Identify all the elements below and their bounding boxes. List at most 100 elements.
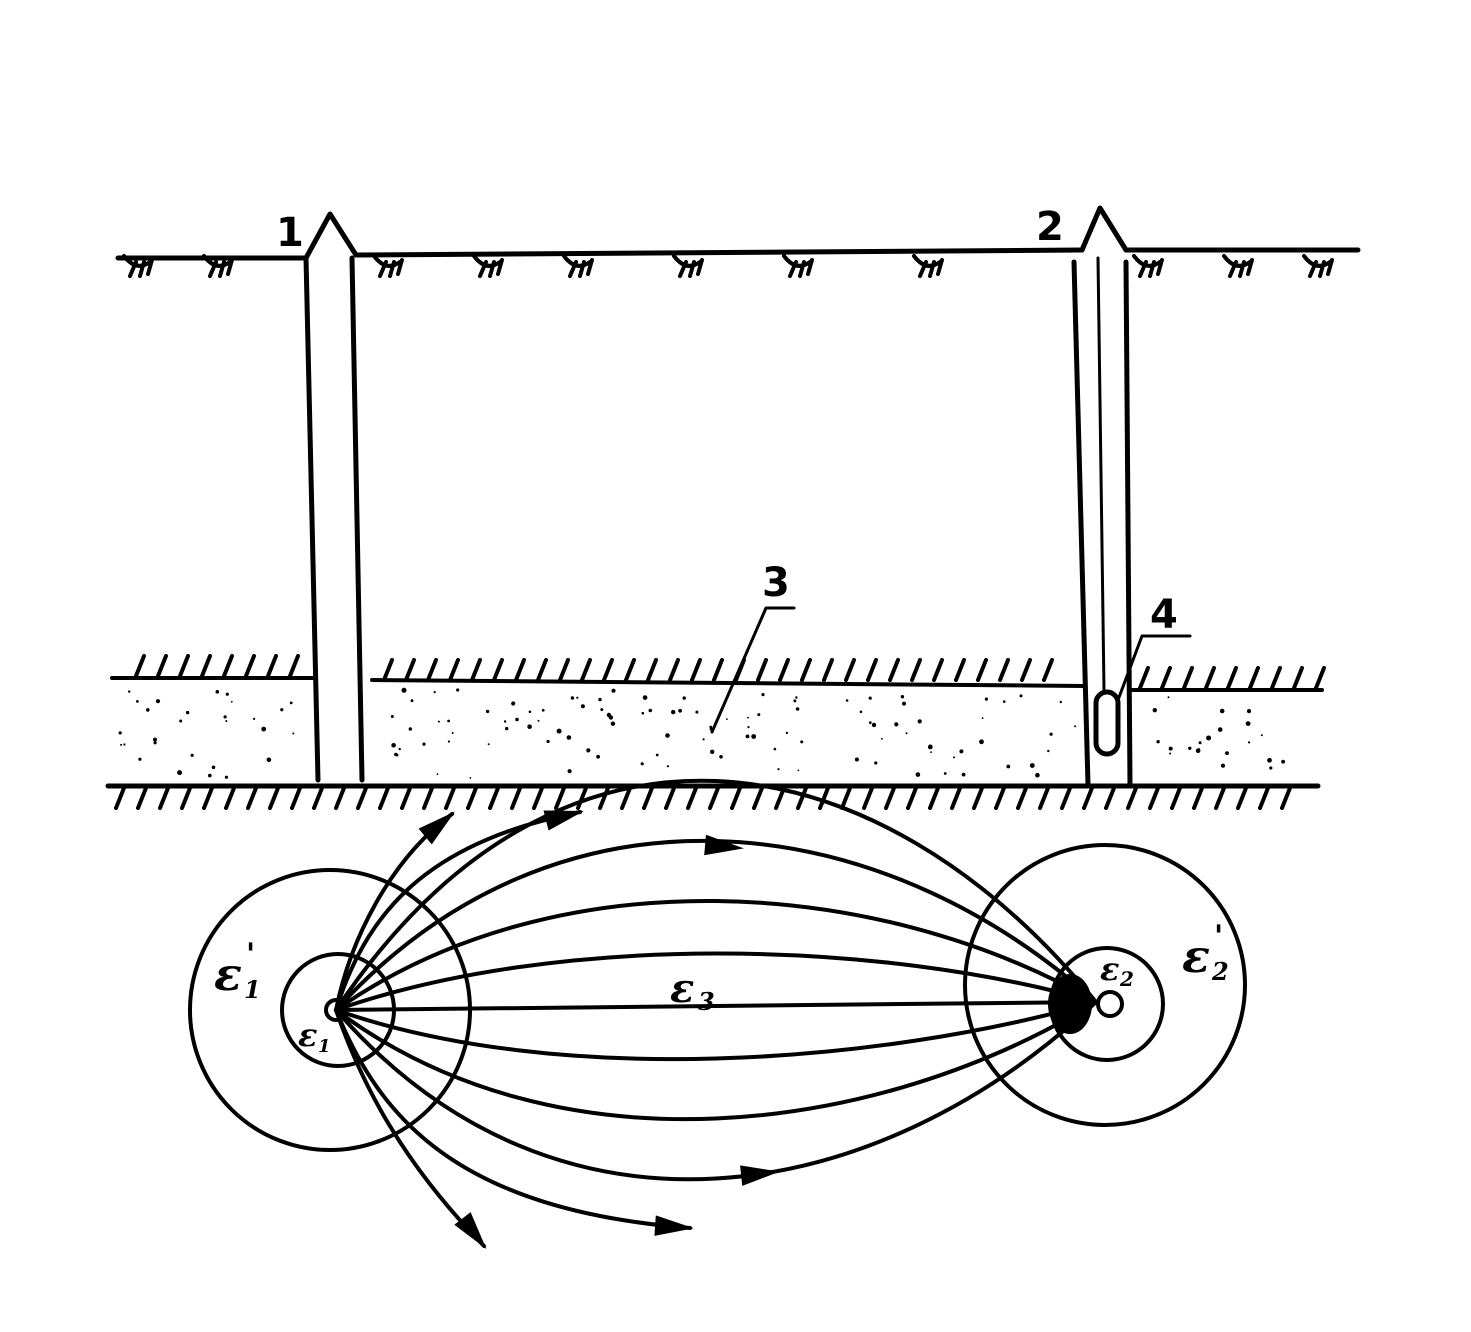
bottom-tick: [730, 786, 742, 810]
stipple-dot: [208, 773, 212, 778]
bottom-tick: [1104, 786, 1116, 810]
top-tick: [536, 658, 548, 682]
stipple-dot: [1245, 721, 1251, 726]
bottom-tick: [1038, 786, 1050, 810]
top-tick: [1292, 666, 1304, 690]
bottom-tick: [972, 786, 984, 810]
stipple-dot: [541, 708, 545, 712]
flow-line-outgoing: [334, 1008, 692, 1230]
stipple-dot: [1260, 734, 1263, 737]
stipple-dot: [682, 696, 686, 700]
well-2-plan: [1096, 990, 1124, 1018]
top-tick: [976, 658, 988, 682]
stipple-dot: [1152, 708, 1158, 713]
top-tick: [712, 658, 724, 682]
bottom-tick: [532, 786, 544, 810]
top-tick: [624, 658, 636, 682]
bottom-tick: [466, 786, 478, 810]
stipple-dot: [451, 732, 454, 734]
stipple-dot: [469, 777, 472, 779]
stipple-dot: [1156, 740, 1160, 744]
bottom-tick: [1192, 786, 1204, 810]
stipple-dot: [797, 769, 800, 772]
top-tick: [492, 658, 504, 682]
stipple-dot: [225, 692, 229, 696]
stipple-dot: [437, 720, 440, 723]
stipple-dot: [930, 751, 932, 754]
label-sensor-4: 4: [1150, 592, 1178, 638]
flow-line: [334, 1000, 1098, 1182]
stipple-dot: [979, 739, 984, 745]
stipple-dot: [289, 701, 293, 705]
ground-tick: [472, 254, 504, 278]
stipple-dot: [648, 708, 653, 713]
stipple-dot: [610, 721, 616, 726]
stipple-dot: [401, 687, 407, 693]
stipple-dot: [292, 732, 295, 735]
stipple-dot: [1168, 746, 1173, 751]
flow-line-outgoing: [334, 810, 582, 1012]
label-eps1-inner: ε: [298, 1016, 317, 1054]
bottom-tick: [444, 786, 456, 810]
flow-convergence: [1048, 974, 1092, 1034]
stipple-dot: [153, 737, 157, 742]
stipple-dot: [959, 749, 964, 754]
top-tick: [998, 658, 1010, 682]
stipple-dot: [146, 708, 150, 712]
stipple-dot: [845, 699, 849, 702]
stipple-dot: [155, 699, 161, 704]
ground-tick: [122, 254, 154, 278]
productive-layer-3: [105, 606, 1326, 810]
stipple-dot: [128, 690, 131, 693]
top-tick: [288, 654, 300, 678]
stipple-dot: [1059, 700, 1063, 704]
arrowhead: [704, 834, 744, 856]
stipple-dot: [785, 731, 789, 735]
stipple-dot: [1267, 757, 1272, 763]
stipple-dot: [1019, 694, 1023, 698]
stipple-dot: [1269, 766, 1273, 770]
ground-tick: [202, 254, 234, 278]
bottom-tick: [664, 786, 676, 810]
bottom-tick: [752, 786, 764, 810]
stipple-dot: [777, 768, 780, 771]
stipple-dot: [868, 696, 872, 700]
stipple-dot: [702, 738, 705, 741]
label-eps2-outer-sub: 2: [1211, 957, 1229, 986]
stipple-dot: [223, 715, 227, 719]
top-tick: [404, 658, 416, 682]
top-tick: [866, 658, 878, 682]
stipple-dot: [433, 691, 436, 694]
stipple-dot: [190, 753, 194, 757]
arrowhead: [454, 1212, 487, 1250]
bottom-tick: [598, 786, 610, 810]
label-eps1-outer-sub: 1: [244, 975, 261, 1004]
label-eps2-inner: ε: [1100, 950, 1119, 988]
stipple-dot: [600, 708, 604, 712]
bottom-tick: [136, 786, 148, 810]
top-tick: [1314, 666, 1326, 690]
top-tick: [1248, 666, 1260, 690]
stipple-dot: [390, 715, 394, 718]
bottom-tick: [202, 786, 214, 810]
stipple-dot: [503, 720, 507, 723]
top-tick: [1226, 666, 1238, 690]
stipple-dot: [981, 717, 984, 720]
stipple-dot: [1219, 708, 1225, 714]
well-2: [1071, 205, 1133, 788]
stipple-dot: [1049, 732, 1053, 736]
stipple-dot: [902, 701, 906, 706]
ground-tick: [782, 254, 814, 278]
plan-view: [188, 778, 1247, 1250]
bottom-tick: [378, 786, 390, 810]
stipple-dot: [456, 688, 460, 692]
stipple-dot: [576, 696, 579, 699]
stipple-dot: [793, 699, 797, 703]
stipple-dot: [487, 743, 490, 746]
stipple-dot: [185, 710, 190, 715]
bottom-tick: [906, 786, 918, 810]
flow-line: [334, 778, 1098, 1012]
label-eps2-outer-prime: ': [1214, 919, 1223, 954]
top-tick: [514, 658, 526, 682]
